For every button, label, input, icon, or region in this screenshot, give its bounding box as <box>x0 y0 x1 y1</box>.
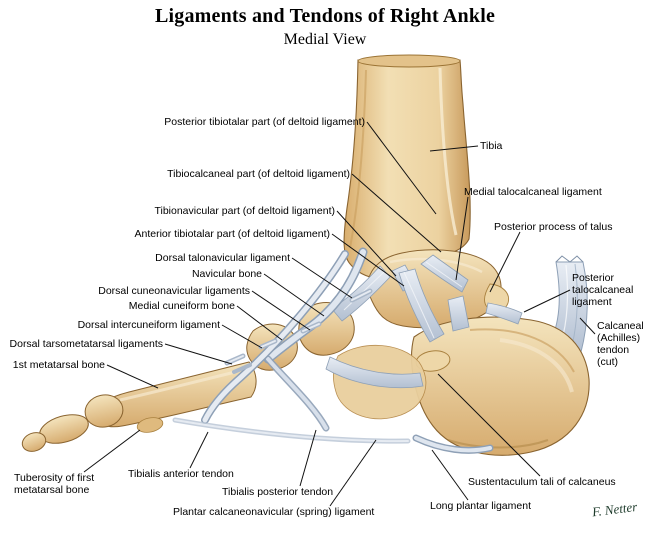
label-navicular-bone: Navicular bone <box>191 268 262 280</box>
label-posterior-tibiotalar: Posterior tibiotalar part (of deltoid li… <box>164 116 365 128</box>
long-plantar-band <box>412 434 494 454</box>
label-dorsal-cuneonavicular: Dorsal cuneonavicular ligaments <box>98 285 250 297</box>
label-tibialis-posterior-tendon: Tibialis posterior tendon <box>222 486 334 498</box>
label-dorsal-tarsometatarsal: Dorsal tarsometatarsal ligaments <box>9 338 163 350</box>
label-tibiocalcaneal: Tibiocalcaneal part (of deltoid ligament… <box>167 168 350 180</box>
figure-subtitle: Medial View <box>283 31 367 48</box>
dorsal-ligament-strips <box>224 288 373 374</box>
label-dorsal-talonavicular: Dorsal talonavicular ligament <box>155 252 290 264</box>
deltoid-ligament <box>331 254 469 343</box>
label-dorsal-intercuneiform: Dorsal intercuneiform ligament <box>77 319 220 331</box>
label-first-metatarsal: 1st metatarsal bone <box>12 359 105 371</box>
first-metatarsal-bone <box>84 361 257 433</box>
spring-ligament-band <box>325 356 424 389</box>
tibia-bone <box>343 54 471 279</box>
label-tibionavicular: Tibionavicular part (of deltoid ligament… <box>154 205 335 217</box>
label-medial-talocalcaneal: Medial talocalcaneal ligament <box>464 186 602 198</box>
calcaneus-bone <box>411 316 590 456</box>
figure-title: Ligaments and Tendons of Right Ankle <box>154 5 496 27</box>
label-tibialis-anterior-tendon: Tibialis anterior tendon <box>128 468 234 480</box>
plantar-arch-band <box>172 417 411 444</box>
leader-lines <box>83 121 596 507</box>
label-tibia: Tibia <box>480 140 503 152</box>
tibialis-anterior-tendon <box>201 250 349 424</box>
label-tuberosity: Tuberosity of first metatarsal bone <box>14 472 95 496</box>
metatarsal-tuberosity <box>136 417 164 433</box>
label-long-plantar: Long plantar ligament <box>430 500 531 512</box>
label-posterior-process-talus: Posterior process of talus <box>494 221 613 233</box>
label-anterior-tibiotalar: Anterior tibiotalar part (of deltoid lig… <box>134 228 330 240</box>
label-medial-cuneiform: Medial cuneiform bone <box>128 300 235 312</box>
label-calcaneal-tendon: Calcaneal (Achilles) tendon (cut) <box>597 320 644 368</box>
label-spring-ligament: Plantar calcaneonavicular (spring) ligam… <box>173 506 375 518</box>
talocalcaneal-ligaments <box>447 295 523 332</box>
toe-phalanges <box>21 414 89 452</box>
label-sustentaculum: Sustentaculum tali of calcaneus <box>468 476 616 488</box>
label-posterior-talocalcaneal: Posterior talocalcaneal ligament <box>572 272 634 308</box>
